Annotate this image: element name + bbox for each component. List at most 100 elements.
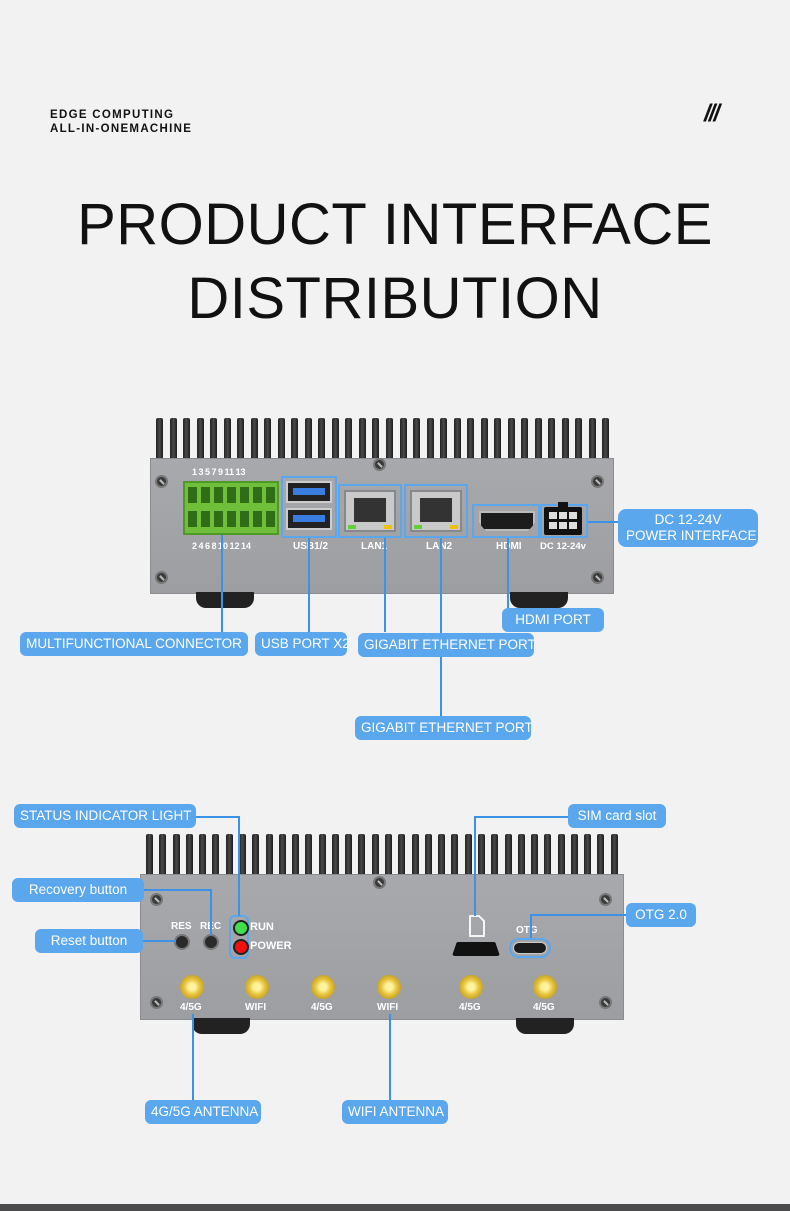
heatsink-fin (399, 418, 407, 466)
heatsink-fin (544, 834, 552, 884)
line-antenna-45g (192, 1014, 194, 1100)
heatsink-fin (491, 834, 499, 884)
screw-icon (150, 996, 163, 1009)
heatsink-fin (196, 418, 204, 466)
callout-recovery-button: Recovery button (12, 878, 144, 902)
heatsink-fin (426, 418, 434, 466)
heatsink-fin (610, 834, 618, 884)
line-usb (308, 538, 310, 632)
heatsink-fin (277, 418, 285, 466)
power-label: POWER (250, 940, 292, 952)
heatsink-fin (477, 834, 485, 884)
run-label: RUN (250, 921, 274, 933)
antenna-connector-45g-1 (180, 975, 204, 999)
line-hdmi (507, 538, 509, 608)
heatsink-fin (494, 418, 502, 466)
heatsink-fin (252, 834, 260, 884)
front-heatsink-fins (152, 418, 612, 466)
callout-gigabit-ethernet-2: GIGABIT ETHERNET PORT (355, 716, 533, 740)
bottom-bar (0, 1204, 790, 1211)
heatsink-fin (575, 418, 583, 466)
sim-card-slot[interactable] (452, 942, 500, 956)
otg-usb-c-port[interactable] (513, 942, 547, 954)
heatsink-fin (386, 418, 393, 466)
screw-icon (373, 876, 386, 889)
dc-power-port[interactable] (544, 502, 582, 535)
heatsink-fin (570, 834, 578, 884)
line-sim-v (474, 816, 476, 916)
heatsink-fin (411, 834, 419, 884)
callout-wifi-antenna: WIFI ANTENNA (342, 1100, 448, 1124)
line-multi (221, 535, 223, 632)
recovery-button[interactable] (203, 934, 219, 950)
rear-foot-right (516, 1018, 574, 1034)
heatsink-fin (210, 418, 218, 466)
heatsink-fin (372, 418, 380, 466)
antenna-connector-45g-4 (533, 975, 557, 999)
lan2-label: LAN2 (426, 541, 452, 552)
antenna-connector-wifi-2 (377, 975, 401, 999)
callout-dc-line-2: POWER INTERFACE (626, 528, 757, 543)
heatsink-fin (146, 834, 153, 884)
usb-label: USB1/2 (293, 541, 329, 552)
sim-card-icon (469, 915, 485, 937)
callout-usb-port: USB PORT X2 (255, 632, 350, 656)
brand-line-2: ALL-IN-ONEMACHINE (50, 123, 193, 135)
title-line-1: PRODUCT INTERFACE (77, 192, 713, 257)
usb-port-1[interactable] (286, 481, 332, 503)
usb-port-2[interactable] (286, 508, 332, 530)
antenna-connector-wifi-1 (245, 975, 269, 999)
hdmi-port[interactable] (479, 511, 535, 531)
heatsink-fin (183, 418, 191, 466)
heatsink-fin (517, 834, 525, 884)
status-led-highlight (229, 915, 249, 959)
heatsink-fin (304, 418, 312, 466)
line-antenna-wifi (389, 1014, 391, 1100)
callout-gigabit-ethernet-1: GIGABIT ETHERNET PORT (358, 633, 536, 657)
antenna-connector-45g-3 (459, 975, 483, 999)
heatsink-fin (504, 834, 512, 884)
callout-multifunctional-connector: MULTIFUNCTIONAL CONNECTOR (20, 632, 248, 656)
line-recovery-h (134, 889, 212, 891)
brand-line-1: EDGE COMPUTING (50, 109, 175, 121)
antenna-label: 4/5G (311, 1002, 333, 1013)
heatsink-fin (440, 418, 448, 466)
heatsink-fin (223, 418, 231, 466)
lan1-port[interactable] (344, 490, 396, 532)
heatsink-fin (331, 418, 339, 466)
run-led (233, 920, 249, 936)
heatsink-fin (398, 834, 406, 884)
line-recovery-v (210, 889, 212, 935)
otg-label: OTG (516, 925, 538, 936)
heatsink-fin (318, 418, 326, 466)
heatsink-fin (159, 834, 167, 884)
line-lan2 (440, 538, 442, 716)
line-dc (588, 521, 620, 523)
heatsink-fin (413, 418, 421, 466)
heatsink-fin (250, 418, 258, 466)
rear-foot-left (192, 1018, 250, 1034)
power-led (233, 939, 249, 955)
antenna-label: WIFI (377, 1002, 399, 1013)
heatsink-fin (438, 834, 446, 884)
reset-button[interactable] (174, 934, 190, 950)
heatsink-fin (318, 834, 326, 884)
line-reset (130, 940, 176, 942)
pin-numbers-top: 1 3 5 7 9 11 13 (192, 467, 246, 477)
title-line-2: DISTRIBUTION (187, 266, 603, 331)
heatsink-fin (264, 418, 272, 466)
terminal-pins-icon (188, 487, 275, 527)
heatsink-fin (588, 418, 596, 466)
heatsink-fin (557, 834, 565, 884)
screw-icon (591, 475, 604, 488)
heatsink-fin (464, 834, 472, 884)
otg-highlight (509, 938, 551, 958)
lan1-highlight (338, 484, 402, 538)
heatsink-fin (292, 834, 300, 884)
line-status-h (196, 816, 240, 818)
antenna-connector-45g-2 (311, 975, 335, 999)
front-device: 1 3 5 7 9 11 13 2 4 6 8 10 12 14 USB1/2 … (0, 0, 790, 760)
lan2-port[interactable] (410, 490, 462, 532)
brand-text: EDGE COMPUTING ALL-IN-ONEMACHINE (50, 108, 192, 136)
heatsink-fin (212, 834, 220, 884)
